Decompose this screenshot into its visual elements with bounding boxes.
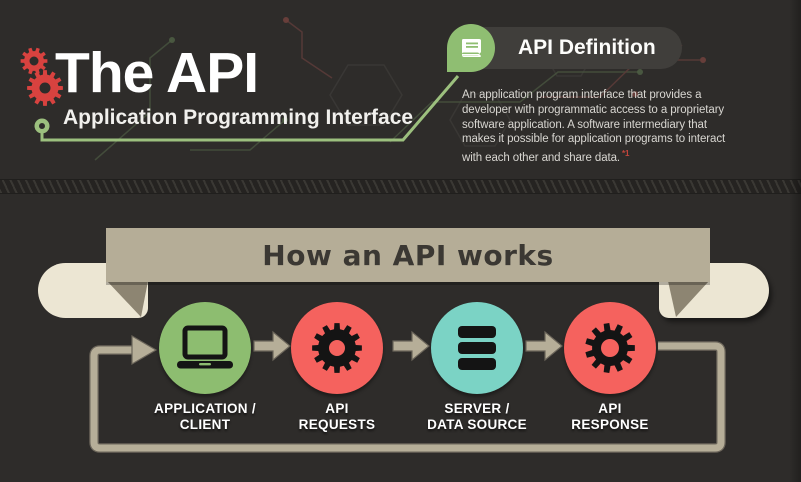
gear-icon <box>312 323 362 373</box>
definition-line: software application. A software interme… <box>462 118 707 131</box>
definition-line: developer with programmatic access to a … <box>462 103 725 116</box>
step-circle-api-requests <box>291 302 383 394</box>
book-icon-badge <box>447 24 495 72</box>
step-circle-api-response <box>564 302 656 394</box>
hatched-divider <box>0 179 801 194</box>
step-label: SERVER / <box>444 401 510 416</box>
step-label: API <box>598 401 622 416</box>
gear-icon <box>585 323 635 373</box>
definition-text: An application program interface that pr… <box>462 88 725 166</box>
step-circle-server-data-source <box>431 302 523 394</box>
step-label: CLIENT <box>179 417 231 432</box>
step-label: REQUESTS <box>298 417 376 432</box>
page-title: The API <box>55 41 259 105</box>
step-label: APPLICATION / <box>154 401 256 416</box>
step-circle-application-client <box>159 302 251 394</box>
footnote-marker: *1 <box>622 149 630 159</box>
definition-line: with each other and share data.*1 <box>462 149 630 165</box>
section-title: How an API works <box>262 238 554 272</box>
laptop-icon <box>177 325 233 369</box>
step-label: RESPONSE <box>571 417 649 432</box>
step-label: API <box>325 401 349 416</box>
section-banner: How an API works <box>106 228 710 282</box>
definition-line: makes it possible for application progra… <box>462 133 726 146</box>
edge-vignette <box>789 0 801 482</box>
definition-line: An application program interface that pr… <box>462 89 702 101</box>
book-icon <box>462 39 481 57</box>
connector-node-dot <box>34 118 50 134</box>
server-icon <box>458 326 496 370</box>
step-label: DATA SOURCE <box>427 417 527 432</box>
page-subtitle: Application Programming Interface <box>63 106 414 129</box>
loop-arrowhead <box>131 334 158 366</box>
